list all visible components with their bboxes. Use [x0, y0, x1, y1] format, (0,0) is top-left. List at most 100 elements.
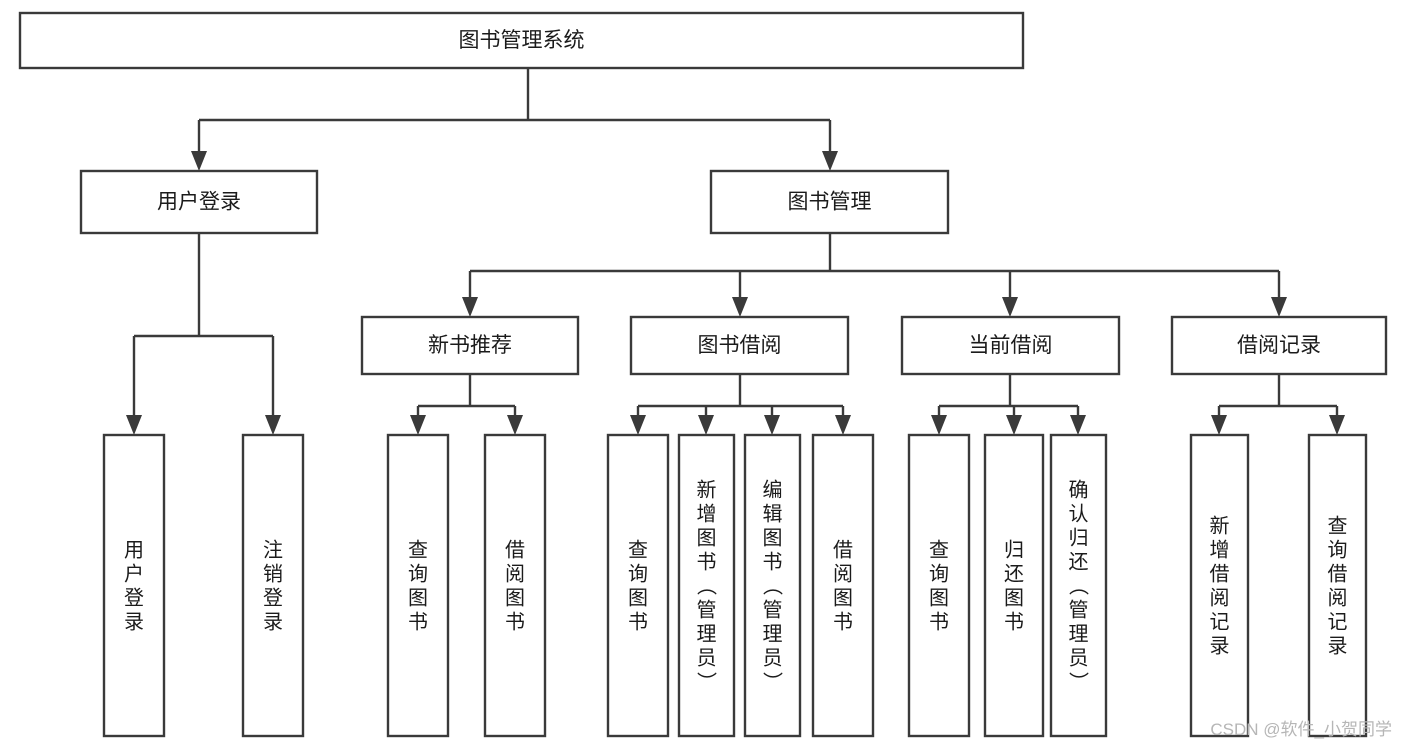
node-label-leaf-user-login-char-3: 录: [124, 612, 144, 634]
node-label-leaf-query-book-current-char-1: 询: [929, 563, 949, 586]
csdn-watermark: CSDN @软件_小贺同学: [1210, 720, 1392, 739]
node-label-leaf-add-book-admin-char-8: ）: [695, 672, 718, 692]
connector-arrow-icon: [698, 415, 714, 435]
node-label-leaf-edit-book-admin-char-0: 编: [763, 479, 783, 502]
node-box-leaf-query-borrow-record: [1307, 433, 1368, 738]
node-label-leaf-add-book-admin-char-7: 员: [697, 648, 717, 670]
node-label-leaf-add-book-admin-char-2: 图: [697, 528, 717, 550]
node-label-leaf-confirm-return-admin-char-0: 确: [1069, 479, 1089, 502]
connector-arrow-icon: [1002, 297, 1018, 317]
node-box-leaf-borrow-book: [811, 433, 875, 738]
node-box-new-book-recommend: [360, 315, 580, 376]
node-label-leaf-borrow-book-recommend-char-0: 借: [505, 539, 525, 562]
node-box-leaf-query-book-current: [907, 433, 971, 738]
node-label-book-manage: 图书管理: [788, 191, 872, 214]
connector-arrow-icon: [764, 415, 780, 435]
node-label-leaf-query-book-recommend-char-2: 图: [408, 588, 428, 610]
node-label-leaf-confirm-return-admin-char-6: 理: [1069, 624, 1089, 646]
node-label-leaf-return-book-char-3: 书: [1004, 611, 1024, 634]
node-label-leaf-add-borrow-record-char-4: 记: [1210, 611, 1230, 634]
node-label-leaf-user-logout-char-0: 注: [263, 539, 283, 562]
node-current-borrow[interactable]: 当前借阅: [900, 315, 1121, 376]
node-label-leaf-confirm-return-admin-char-3: 还: [1069, 551, 1089, 574]
node-label-leaf-edit-book-admin-char-6: 理: [763, 624, 783, 646]
node-label-leaf-add-book-admin-char-3: 书: [697, 551, 717, 574]
node-box-leaf-query-book-recommend: [386, 433, 450, 738]
node-box-leaf-user-login: [102, 433, 166, 738]
node-label-new-book-recommend: 新书推荐: [428, 334, 512, 357]
node-user-login[interactable]: 用户登录: [79, 169, 319, 235]
node-label-leaf-borrow-book-char-2: 图: [833, 588, 853, 610]
node-label-leaf-confirm-return-admin-char-5: 管: [1069, 599, 1089, 622]
node-box-book-borrow: [629, 315, 850, 376]
node-label-leaf-add-book-admin-char-1: 增: [697, 503, 717, 526]
node-box-leaf-confirm-return-admin: [1049, 433, 1108, 738]
node-label-leaf-borrow-book-char-3: 书: [833, 611, 853, 634]
node-label-leaf-add-book-admin-char-6: 理: [697, 624, 717, 646]
node-label-leaf-edit-book-admin-char-5: 管: [763, 599, 783, 622]
node-book-borrow[interactable]: 图书借阅: [629, 315, 850, 376]
node-label-leaf-query-borrow-record-char-0: 查: [1328, 515, 1348, 538]
node-label-leaf-borrow-book-recommend-char-3: 书: [505, 611, 525, 634]
node-label-leaf-confirm-return-admin-char-2: 归: [1069, 527, 1089, 550]
connector-arrow-icon: [265, 415, 281, 435]
connector-arrow-icon: [1271, 297, 1287, 317]
node-label-leaf-edit-book-admin-char-1: 辑: [763, 503, 783, 526]
node-label-leaf-query-book-borrow-char-0: 查: [628, 539, 648, 562]
node-label-leaf-query-borrow-record-char-4: 记: [1328, 611, 1348, 634]
node-label-leaf-confirm-return-admin-char-7: 员: [1069, 648, 1089, 670]
node-label-leaf-return-book-char-2: 图: [1004, 588, 1024, 610]
node-label-leaf-add-borrow-record-char-5: 录: [1210, 636, 1230, 658]
node-box-user-login: [79, 169, 319, 235]
connector-arrow-icon: [822, 151, 838, 171]
node-label-leaf-query-book-borrow-char-2: 图: [628, 588, 648, 610]
node-label-leaf-query-book-recommend-char-3: 书: [408, 611, 428, 634]
node-label-leaf-return-book-char-1: 还: [1004, 563, 1024, 586]
node-book-manage[interactable]: 图书管理: [709, 169, 950, 235]
connector-arrow-icon: [931, 415, 947, 435]
node-label-leaf-edit-book-admin-char-7: 员: [763, 648, 783, 670]
node-label-leaf-add-borrow-record-char-1: 增: [1210, 539, 1230, 562]
connector-arrow-icon: [1211, 415, 1227, 435]
connector-arrow-icon: [507, 415, 523, 435]
node-label-leaf-borrow-book-char-0: 借: [833, 539, 853, 562]
node-leaf-user-login[interactable]: 用户登录: [102, 433, 166, 738]
node-label-leaf-borrow-book-recommend-char-2: 图: [505, 588, 525, 610]
node-label-leaf-edit-book-admin-char-8: ）: [761, 672, 784, 692]
node-label-leaf-user-logout-char-3: 录: [263, 612, 283, 634]
connector-arrow-icon: [732, 297, 748, 317]
node-box-borrow-record: [1170, 315, 1388, 376]
connector-layer: [126, 68, 1345, 435]
node-label-leaf-query-book-borrow-char-1: 询: [628, 563, 648, 586]
node-box-leaf-edit-book-admin: [743, 433, 802, 738]
node-new-book-recommend[interactable]: 新书推荐: [360, 315, 580, 376]
node-label-root: 图书管理系统: [459, 29, 585, 52]
node-label-leaf-borrow-book-char-1: 阅: [833, 563, 853, 586]
node-box-leaf-add-borrow-record: [1189, 433, 1250, 738]
node-borrow-record[interactable]: 借阅记录: [1170, 315, 1388, 376]
node-box-leaf-query-book-borrow: [606, 433, 670, 738]
node-box-root: [18, 11, 1025, 70]
node-label-leaf-user-logout-char-1: 销: [263, 563, 283, 586]
node-label-leaf-add-book-admin-char-0: 新: [697, 479, 717, 502]
node-label-leaf-edit-book-admin-char-3: 书: [763, 551, 783, 574]
node-box-book-manage: [709, 169, 950, 235]
node-box-leaf-user-logout: [241, 433, 305, 738]
node-label-leaf-confirm-return-admin-char-8: ）: [1067, 672, 1090, 692]
node-root[interactable]: 图书管理系统: [18, 11, 1025, 70]
connector-arrow-icon: [1329, 415, 1345, 435]
node-label-leaf-user-login-char-0: 用: [124, 540, 144, 562]
